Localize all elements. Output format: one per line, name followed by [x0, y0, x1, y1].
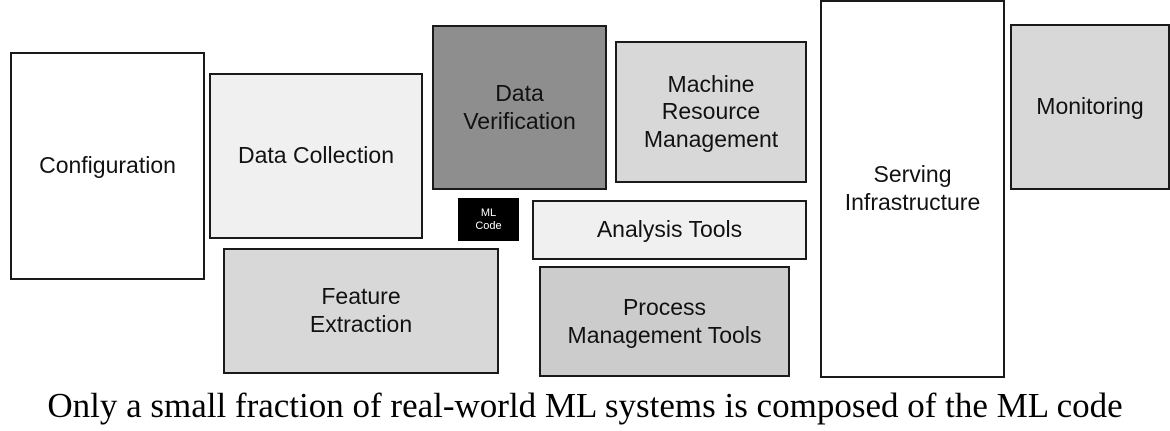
- feature-extraction-label: Feature Extraction: [309, 283, 413, 337]
- configuration-box: Configuration: [10, 52, 205, 280]
- data-verification-label: Data Verification: [463, 79, 576, 134]
- machine-resource-management-box: Machine Resource Management: [615, 41, 807, 183]
- configuration-label: Configuration: [39, 152, 176, 179]
- ml-code-box: ML Code: [458, 198, 519, 241]
- serving-infrastructure-label: Serving Infrastructure: [844, 161, 981, 215]
- process-management-tools-box: Process Management Tools: [539, 266, 790, 377]
- machine-resource-management-label: Machine Resource Management: [643, 70, 779, 152]
- figure-caption: Only a small fraction of real-world ML s…: [47, 386, 1123, 425]
- analysis-tools-box: Analysis Tools: [532, 200, 807, 260]
- data-collection-box: Data Collection: [209, 73, 423, 239]
- data-collection-label: Data Collection: [238, 142, 394, 169]
- serving-infrastructure-box: Serving Infrastructure: [820, 0, 1005, 378]
- process-management-tools-label: Process Management Tools: [567, 293, 762, 348]
- monitoring-box: Monitoring: [1010, 24, 1170, 190]
- data-verification-box: Data Verification: [432, 25, 607, 190]
- analysis-tools-label: Analysis Tools: [596, 216, 743, 243]
- feature-extraction-box: Feature Extraction: [223, 248, 499, 374]
- monitoring-label: Monitoring: [1036, 93, 1144, 120]
- ml-code-label: ML Code: [475, 206, 502, 232]
